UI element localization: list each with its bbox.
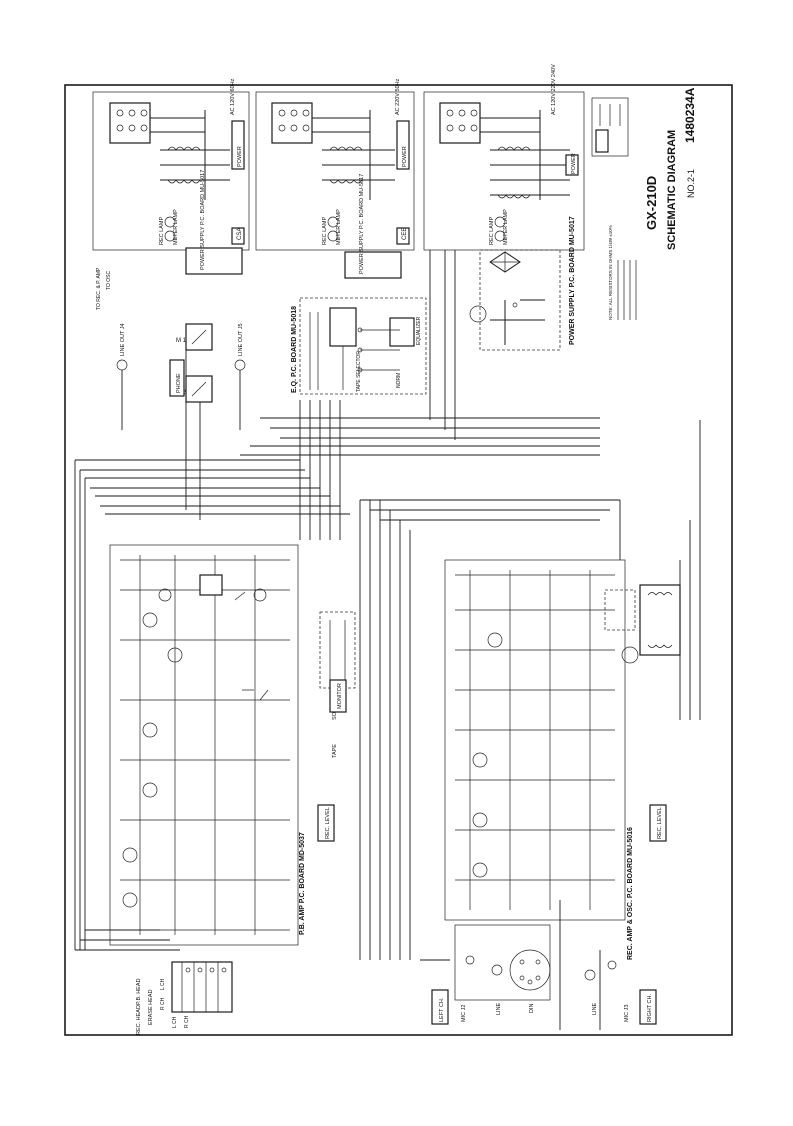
- power-block-csa-switch: POWER: [237, 146, 243, 167]
- erase-head-label: ERASE HEAD: [148, 990, 154, 1025]
- power-block-cee-lamp: REC LAMP: [322, 217, 328, 245]
- border-frame: [64, 84, 733, 1036]
- voltage-selector: [591, 97, 629, 157]
- eq-tape-selector: TAPE SELECTOR: [356, 351, 362, 392]
- line-out-l-label: LINE OUT J4: [120, 323, 126, 356]
- left-ch-box: [431, 989, 449, 1025]
- mic-l-label: MIC J2: [461, 1005, 467, 1022]
- power-block-general-switch: POWER: [571, 153, 577, 174]
- power-block-csa-lamp: REC LAMP: [159, 217, 165, 245]
- line-out-r-jack: [234, 359, 246, 371]
- eq-norm: NORM: [396, 373, 402, 388]
- line-r-jack: [584, 969, 596, 981]
- rec-level-r-label: REC. LEVEL: [657, 807, 663, 839]
- power-block-cee-meter: METER LAMP: [336, 209, 342, 245]
- line-out-l-jack: [116, 359, 128, 371]
- rec-level-l-box: [317, 804, 335, 842]
- right-ch-label: RIGHT CH.: [647, 994, 653, 1022]
- to-rec-amp-label: TO REC. & P. AMP: [96, 267, 102, 310]
- output-area: M 1 M 2 PHONE LINE OUT J4 LINE OUT J5 TO…: [96, 267, 246, 403]
- monitor-label: MONITOR: [337, 683, 343, 709]
- power-block-cee-switch: POWER: [402, 146, 408, 167]
- pb-l-ch-label: L CH: [160, 978, 166, 990]
- rec-level-l-label: REC. LEVEL: [325, 807, 331, 839]
- power-supply-board-label: POWER SUPPLY P.C. BOARD MU-5017: [569, 216, 576, 345]
- power-block-csa: POWER SUPPLY P.C. BOARD MU-5017 CSA POWE…: [92, 78, 250, 275]
- eq-equalizer: EQUALIZER: [416, 316, 422, 345]
- title-sheet-no: NO.2-1: [686, 169, 696, 198]
- power-block-csa-region: CSA: [237, 228, 243, 240]
- tape-label: TAPE: [332, 744, 338, 758]
- interconnect-wiring: [74, 250, 701, 1030]
- eq-board: E.Q. P.C. BOARD MU-5018 TAPE SELECTOR EQ…: [291, 297, 427, 395]
- head-connector: P.B. HEAD REC. HEAD ERASE HEAD L CH R CH…: [136, 961, 233, 1035]
- left-ch-label: LEFT CH.: [439, 997, 445, 1022]
- power-block-csa-meter: METER LAMP: [173, 209, 179, 245]
- title-block: GX-210D SCHEMATIC DIAGRAM NO.2-1 1480234…: [644, 87, 697, 250]
- power-block-general: POWER AC 120V 220V 240V REC LAMP METER L…: [423, 64, 585, 251]
- power-block-cee-ac: AC 220V 50Hz: [395, 78, 401, 115]
- power-block-cee-board: POWER SUPPLY P.C. BOARD MU-5017: [359, 174, 365, 274]
- din-socket: [509, 949, 551, 991]
- meter-m1-label: M 1: [176, 338, 187, 344]
- rec-l-ch-label: L CH: [172, 1016, 178, 1028]
- pb-amp-board: P.B. AMP P.C. BOARD MD-5037 TAPE SOURCE …: [109, 544, 356, 946]
- right-ch-box: [639, 989, 657, 1025]
- power-note: NOTE: ALL RESISTORS IN OHMS 1/4W ±10%: [608, 225, 613, 320]
- power-block-cee: POWER SUPPLY P.C. BOARD MU-5017 CEE POWE…: [255, 78, 415, 279]
- line-l-jack: [491, 964, 503, 976]
- mic-r-label: MIC J3: [624, 1005, 630, 1022]
- title-drawing-no: 1480234A: [683, 87, 697, 143]
- rec-head-label: REC. HEAD: [136, 1005, 142, 1035]
- pb-head-label: P.B. HEAD: [136, 978, 142, 1005]
- phone-jack: [169, 359, 185, 397]
- rec-level-r-box: [649, 804, 667, 842]
- power-block-general-ac: AC 120V 220V 240V: [551, 64, 557, 115]
- line-r-label: LINE: [592, 1002, 598, 1015]
- power-block-csa-ac: AC 120V 60Hz: [230, 78, 236, 115]
- rec-amp-board-label: REC. AMP & OSC. P.C. BOARD MU-5016: [627, 827, 634, 960]
- monitor-switch: [329, 679, 347, 713]
- power-supply-board: POWER SUPPLY P.C. BOARD MU-5017 NOTE: AL…: [469, 216, 637, 351]
- rec-amp-board: REC. AMP & OSC. P.C. BOARD MU-5016 REC. …: [444, 559, 681, 960]
- phone-label: PHONE: [176, 373, 182, 393]
- power-block-cee-region: CEE: [402, 228, 408, 240]
- pb-amp-board-label: P.B. AMP P.C. BOARD MD-5037: [299, 832, 306, 935]
- pb-r-ch-label: R CH: [160, 997, 166, 1010]
- to-osc-label: TO OSC: [106, 271, 112, 290]
- input-area: LEFT CH. RIGHT CH. MIC J2 MIC J3 LINE LI…: [431, 924, 657, 1025]
- din-label: DIN: [529, 1004, 535, 1014]
- line-l-label: LINE: [496, 1002, 502, 1015]
- rec-r-ch-label: R CH: [184, 1015, 190, 1028]
- power-block-general-lamp: REC LAMP: [489, 217, 495, 245]
- power-block-csa-board: POWER SUPPLY P.C. BOARD MU-5017: [200, 170, 206, 270]
- title-schematic: SCHEMATIC DIAGRAM: [666, 130, 678, 250]
- line-out-r-label: LINE OUT J5: [238, 323, 244, 356]
- eq-board-label: E.Q. P.C. BOARD MU-5018: [291, 306, 298, 393]
- title-model: GX-210D: [644, 176, 659, 230]
- power-block-general-meter: METER LAMP: [503, 209, 509, 245]
